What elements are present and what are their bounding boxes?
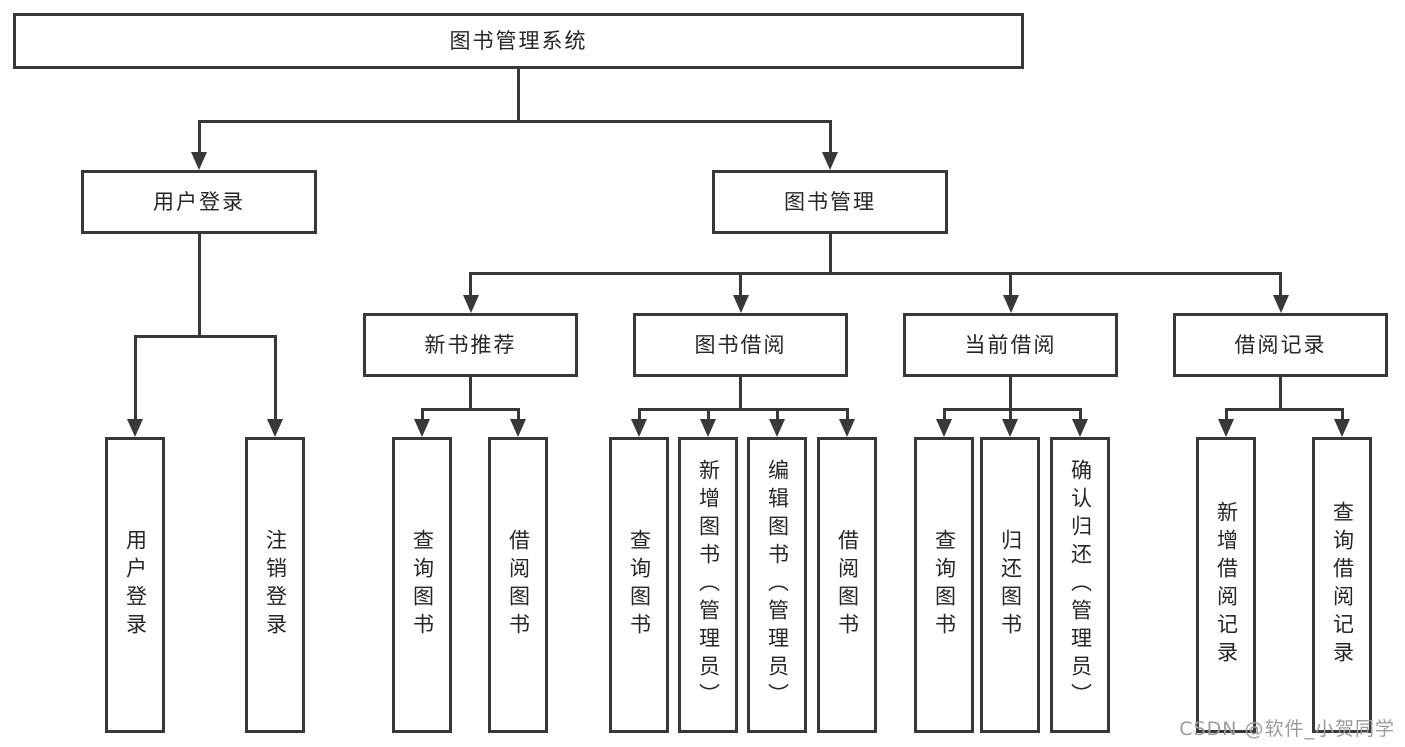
connector-line (197, 120, 201, 156)
connector-line (273, 335, 277, 423)
connector-line (637, 408, 641, 421)
leaf-user-login: 用户登录 (105, 437, 165, 733)
leaf-query-book-recommend: 查询图书 (392, 437, 452, 733)
node-borrow-records: 借阅记录 (1173, 313, 1388, 377)
leaf-add-book-admin: 新增图书（管理员） (678, 437, 738, 733)
leaf-borrow-book-recommend: 借阅图书 (488, 437, 548, 733)
node-new-book-recommend: 新书推荐 (363, 313, 578, 377)
connector-line (1224, 408, 1228, 421)
connector-line (828, 234, 832, 275)
node-user-login: 用户登录 (81, 170, 317, 234)
connector-line (706, 408, 710, 421)
connector-line (845, 408, 849, 421)
connector-line (637, 408, 849, 411)
connector-line (775, 408, 779, 421)
connector-line (942, 408, 1082, 411)
connector-line (517, 69, 520, 123)
arrow-down-icon (631, 419, 647, 437)
arrow-down-icon (1218, 419, 1234, 437)
arrow-down-icon (1002, 419, 1018, 437)
connector-line (133, 335, 137, 423)
leaf-query-book-current: 查询图书 (914, 437, 974, 733)
leaf-return-book: 归还图书 (980, 437, 1040, 733)
node-library-management-system: 图书管理系统 (13, 13, 1024, 69)
arrow-down-icon (127, 419, 143, 437)
node-book-borrow: 图书借阅 (633, 313, 848, 377)
connector-line (739, 377, 742, 411)
leaf-query-book-borrow: 查询图书 (609, 437, 669, 733)
connector-line (828, 120, 832, 156)
node-current-borrow: 当前借阅 (903, 313, 1118, 377)
connector-line (1224, 408, 1344, 411)
arrow-down-icon (769, 419, 785, 437)
connector-line (1008, 408, 1012, 421)
connector-line (1009, 272, 1012, 300)
connector-line (197, 234, 201, 338)
arrow-down-icon (839, 419, 855, 437)
leaf-add-borrow-record: 新增借阅记录 (1196, 437, 1256, 733)
arrow-down-icon (936, 419, 952, 437)
connector-line (420, 408, 424, 421)
connector-line (469, 272, 1282, 275)
connector-line (1009, 377, 1012, 411)
arrow-down-icon (822, 152, 838, 170)
leaf-borrow-book: 借阅图书 (817, 437, 877, 733)
arrow-down-icon (462, 295, 479, 313)
arrow-down-icon (414, 419, 430, 437)
arrow-down-icon (510, 419, 526, 437)
arrow-down-icon (1072, 419, 1088, 437)
watermark: CSDN @软件_小贺同学 (1179, 718, 1395, 740)
connector-line (516, 408, 520, 421)
leaf-confirm-return-admin: 确认归还（管理员） (1050, 437, 1110, 733)
connector-line (469, 377, 472, 411)
leaf-query-borrow-record: 查询借阅记录 (1312, 437, 1372, 733)
node-book-management: 图书管理 (712, 170, 948, 234)
connector-line (420, 408, 520, 411)
arrow-down-icon (191, 152, 207, 170)
leaf-logout: 注销登录 (245, 437, 305, 733)
connector-line (133, 335, 277, 338)
connector-line (1279, 272, 1282, 300)
connector-line (469, 272, 472, 300)
arrow-down-icon (700, 419, 716, 437)
connector-line (942, 408, 946, 421)
leaf-edit-book-admin: 编辑图书（管理员） (747, 437, 807, 733)
arrow-down-icon (1272, 295, 1289, 313)
arrow-down-icon (1002, 295, 1019, 313)
arrow-down-icon (732, 295, 749, 313)
connector-line (1340, 408, 1344, 421)
arrow-down-icon (1334, 419, 1350, 437)
arrow-down-icon (267, 419, 283, 437)
connector-line (1279, 377, 1282, 411)
connector-line (1078, 408, 1082, 421)
connector-line (739, 272, 742, 300)
connector-line (197, 120, 832, 123)
